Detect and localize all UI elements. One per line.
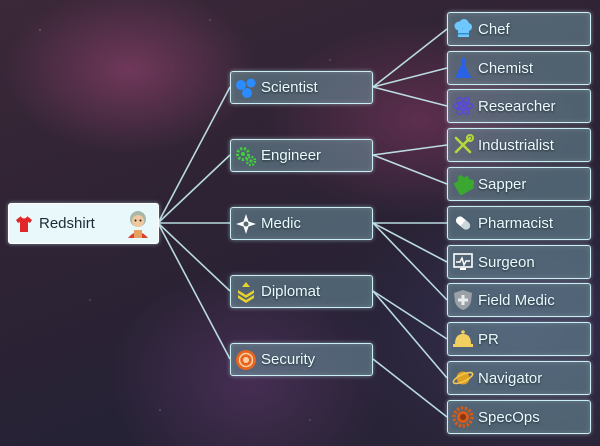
puzzle-icon bbox=[452, 173, 474, 195]
link-medic-field-medic bbox=[372, 222, 448, 301]
link-scientist-chef bbox=[372, 28, 448, 88]
spec-label: PR bbox=[478, 330, 499, 348]
spec-node-specops[interactable]: SpecOps bbox=[447, 400, 591, 434]
atom-icon bbox=[452, 95, 474, 117]
class-node-medic[interactable]: Medic bbox=[230, 207, 373, 240]
class-node-diplomat[interactable]: Diplomat bbox=[230, 275, 373, 308]
link-scientist-researcher bbox=[372, 86, 448, 107]
class-label: Scientist bbox=[261, 79, 318, 96]
spec-label: Pharmacist bbox=[478, 214, 554, 232]
spec-label: Surgeon bbox=[478, 253, 535, 271]
link-security-specops bbox=[372, 358, 448, 418]
link-diplomat-navigator bbox=[372, 290, 448, 379]
spec-label: Researcher bbox=[478, 97, 556, 115]
class-node-scientist[interactable]: Scientist bbox=[230, 71, 373, 104]
chef-hat-icon bbox=[452, 18, 474, 40]
crew-portrait bbox=[122, 208, 154, 240]
spec-label: Sapper bbox=[478, 175, 527, 193]
link-diplomat-pr bbox=[372, 290, 448, 340]
target-icon bbox=[235, 349, 257, 371]
class-label: Medic bbox=[261, 215, 302, 232]
class-node-engineer[interactable]: Engineer bbox=[230, 139, 373, 172]
link-engineer-industrialist bbox=[372, 144, 448, 156]
shield-cross-icon bbox=[452, 289, 474, 311]
spec-node-pr[interactable]: PR bbox=[447, 322, 591, 356]
link-engineer-sapper bbox=[372, 154, 448, 185]
shirt-icon bbox=[13, 213, 35, 235]
class-label: Engineer bbox=[261, 147, 322, 164]
spec-node-field-medic[interactable]: Field Medic bbox=[447, 283, 591, 317]
monitor-icon bbox=[452, 251, 474, 273]
spec-node-surgeon[interactable]: Surgeon bbox=[447, 245, 591, 279]
spec-label: Chef bbox=[478, 20, 510, 38]
spec-label: Navigator bbox=[478, 369, 543, 387]
spec-node-pharmacist[interactable]: Pharmacist bbox=[447, 206, 591, 240]
link-root-diplomat bbox=[157, 222, 231, 292]
spec-label: SpecOps bbox=[478, 408, 540, 426]
spec-node-chef[interactable]: Chef bbox=[447, 12, 591, 46]
chevrons-icon bbox=[235, 281, 257, 303]
tools-icon bbox=[452, 134, 474, 156]
spec-label: Industrialist bbox=[478, 136, 554, 154]
link-scientist-chemist bbox=[372, 67, 448, 88]
gear-badge-icon bbox=[452, 406, 474, 428]
spec-node-researcher[interactable]: Researcher bbox=[447, 89, 591, 123]
planet-icon bbox=[452, 367, 474, 389]
link-root-security bbox=[157, 222, 231, 360]
link-root-scientist bbox=[157, 86, 231, 224]
spec-node-sapper[interactable]: Sapper bbox=[447, 167, 591, 201]
star-sparkle-icon bbox=[235, 213, 257, 235]
spec-node-navigator[interactable]: Navigator bbox=[447, 361, 591, 395]
root-class-redshirt[interactable]: Redshirt bbox=[8, 203, 159, 244]
root-label: Redshirt bbox=[39, 215, 95, 232]
spec-label: Chemist bbox=[478, 59, 534, 77]
link-root-engineer bbox=[157, 154, 231, 224]
spec-node-industrialist[interactable]: Industrialist bbox=[447, 128, 591, 162]
class-node-security[interactable]: Security bbox=[230, 343, 373, 376]
pill-icon bbox=[452, 212, 474, 234]
link-medic-surgeon bbox=[372, 222, 448, 263]
flask-icon bbox=[452, 57, 474, 79]
class-label: Security bbox=[261, 351, 316, 368]
bell-icon bbox=[452, 328, 474, 350]
spec-node-chemist[interactable]: Chemist bbox=[447, 51, 591, 85]
gears-icon bbox=[235, 145, 257, 167]
molecule-icon bbox=[235, 77, 257, 99]
class-label: Diplomat bbox=[261, 283, 321, 300]
spec-label: Field Medic bbox=[478, 291, 555, 309]
